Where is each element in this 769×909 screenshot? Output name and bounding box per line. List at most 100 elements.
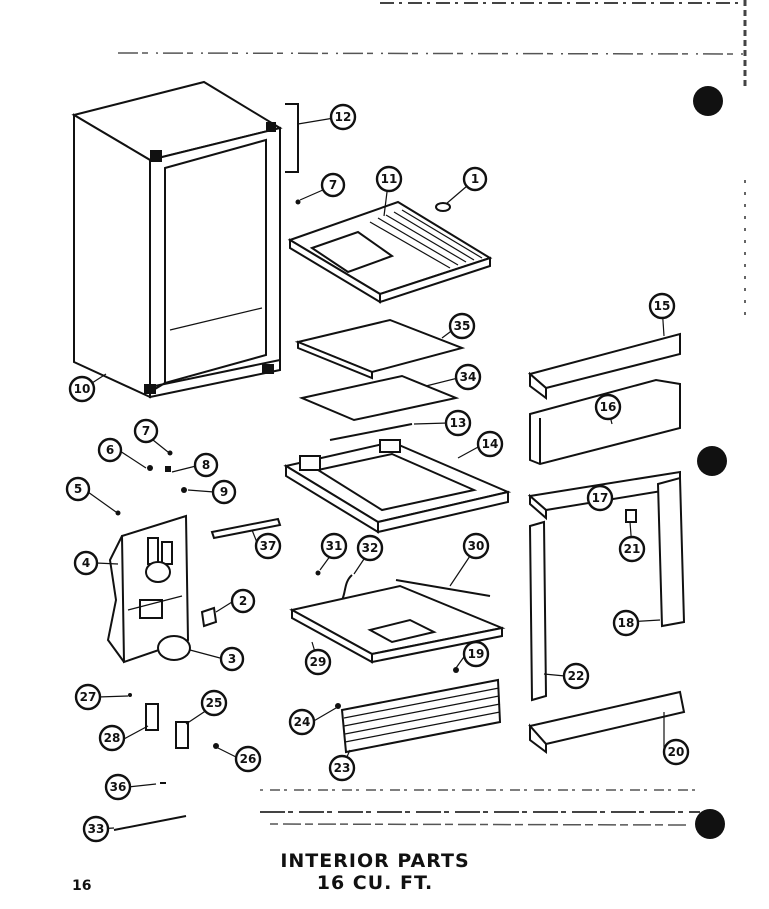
fasteners bbox=[113, 199, 459, 831]
callout-7b: 7 bbox=[133, 418, 159, 444]
svg-text:35: 35 bbox=[454, 319, 471, 333]
callout-8: 8 bbox=[193, 452, 219, 478]
callout-18: 18 bbox=[612, 609, 640, 637]
callout-27: 27 bbox=[74, 683, 102, 711]
bracket-25 bbox=[175, 721, 189, 749]
bracket-28 bbox=[145, 703, 159, 731]
svg-text:7: 7 bbox=[329, 178, 337, 192]
callout-24: 24 bbox=[288, 708, 316, 736]
shelf-frame-14 bbox=[283, 439, 512, 534]
trim-22 bbox=[528, 520, 548, 702]
door-shelf-20 bbox=[528, 690, 686, 754]
svg-text:6: 6 bbox=[106, 443, 114, 457]
callout-35: 35 bbox=[448, 312, 476, 340]
callout-22: 22 bbox=[562, 662, 590, 690]
svg-text:3: 3 bbox=[228, 652, 236, 666]
callout-5: 5 bbox=[65, 476, 91, 502]
svg-text:22: 22 bbox=[568, 669, 585, 683]
svg-text:34: 34 bbox=[460, 370, 477, 384]
page-number: 16 bbox=[72, 878, 92, 894]
callout-33: 33 bbox=[82, 815, 110, 843]
svg-text:14: 14 bbox=[482, 437, 499, 451]
callout-25: 25 bbox=[200, 689, 228, 717]
callout-6: 6 bbox=[97, 437, 123, 463]
diagram-title-line2: 16 CU. FT. bbox=[316, 872, 434, 894]
door-shelf-15 bbox=[527, 332, 681, 400]
part-2 bbox=[200, 606, 218, 628]
callout-23: 23 bbox=[328, 754, 356, 782]
svg-text:25: 25 bbox=[206, 696, 223, 710]
svg-text:18: 18 bbox=[618, 616, 635, 630]
callout-10: 10 bbox=[68, 375, 96, 403]
callout-15: 15 bbox=[648, 292, 676, 320]
callout-31: 31 bbox=[320, 532, 348, 560]
svg-text:24: 24 bbox=[294, 715, 311, 729]
grille-23 bbox=[340, 678, 502, 754]
svg-text:29: 29 bbox=[310, 655, 327, 669]
callout-9: 9 bbox=[211, 479, 237, 505]
callout-37: 37 bbox=[254, 532, 282, 560]
svg-text:23: 23 bbox=[334, 761, 351, 775]
svg-text:20: 20 bbox=[668, 745, 685, 759]
svg-text:9: 9 bbox=[220, 485, 228, 499]
svg-text:11: 11 bbox=[381, 172, 398, 186]
svg-text:32: 32 bbox=[362, 541, 379, 555]
callout-13: 13 bbox=[444, 409, 472, 437]
scan-artifacts bbox=[117, 0, 747, 826]
binder-hole-bottom bbox=[695, 809, 725, 839]
callout-3: 3 bbox=[219, 646, 245, 672]
svg-text:37: 37 bbox=[260, 539, 277, 553]
svg-text:4: 4 bbox=[82, 556, 90, 570]
svg-text:16: 16 bbox=[600, 400, 617, 414]
strip-37 bbox=[210, 517, 282, 540]
diagram-title-line1: INTERIOR PARTS bbox=[280, 850, 470, 872]
clip-21 bbox=[625, 509, 637, 523]
callout-14: 14 bbox=[476, 430, 504, 458]
callout-16: 16 bbox=[594, 393, 622, 421]
binder-hole-middle bbox=[697, 446, 727, 476]
svg-text:15: 15 bbox=[654, 299, 671, 313]
callout-4: 4 bbox=[73, 550, 99, 576]
panel-35 bbox=[294, 318, 466, 380]
svg-text:8: 8 bbox=[202, 458, 210, 472]
svg-text:36: 36 bbox=[110, 780, 127, 794]
svg-text:30: 30 bbox=[468, 539, 485, 553]
svg-text:2: 2 bbox=[239, 594, 247, 608]
callout-26b: 26 bbox=[234, 745, 262, 773]
svg-text:1: 1 bbox=[471, 172, 479, 186]
callout-21: 21 bbox=[618, 535, 646, 563]
door-bin-16 bbox=[529, 378, 681, 466]
cabinet-liner bbox=[71, 80, 283, 399]
callout-28: 28 bbox=[98, 724, 126, 752]
svg-text:27: 27 bbox=[80, 690, 97, 704]
svg-text:10: 10 bbox=[74, 382, 91, 396]
glass-shelf-34 bbox=[298, 374, 460, 422]
svg-text:33: 33 bbox=[88, 822, 105, 836]
control-housing-4 bbox=[106, 514, 190, 664]
item-12-bracket bbox=[285, 103, 299, 173]
svg-text:31: 31 bbox=[326, 539, 343, 553]
part-3-ring bbox=[157, 635, 191, 661]
callout-20: 20 bbox=[662, 738, 690, 766]
drawer-tray-29 bbox=[289, 584, 506, 664]
svg-text:12: 12 bbox=[335, 110, 352, 124]
rod-30 bbox=[395, 579, 491, 597]
callout-30: 30 bbox=[462, 532, 490, 560]
callout-17: 17 bbox=[586, 484, 614, 512]
svg-text:28: 28 bbox=[104, 731, 121, 745]
callout-36: 36 bbox=[104, 773, 132, 801]
svg-text:7: 7 bbox=[142, 424, 150, 438]
top-cover-plate bbox=[287, 200, 493, 304]
svg-text:21: 21 bbox=[624, 542, 641, 556]
binder-hole-top bbox=[693, 86, 723, 116]
svg-text:13: 13 bbox=[450, 416, 467, 430]
callout-34: 34 bbox=[454, 363, 482, 391]
callout-32: 32 bbox=[356, 534, 384, 562]
callout-29: 29 bbox=[304, 648, 332, 676]
svg-text:19: 19 bbox=[468, 647, 485, 661]
callout-1: 1 bbox=[462, 166, 488, 192]
callout-11: 11 bbox=[375, 165, 403, 193]
callout-19: 19 bbox=[462, 640, 490, 668]
trim-18 bbox=[656, 476, 686, 628]
rod-13 bbox=[329, 423, 413, 441]
